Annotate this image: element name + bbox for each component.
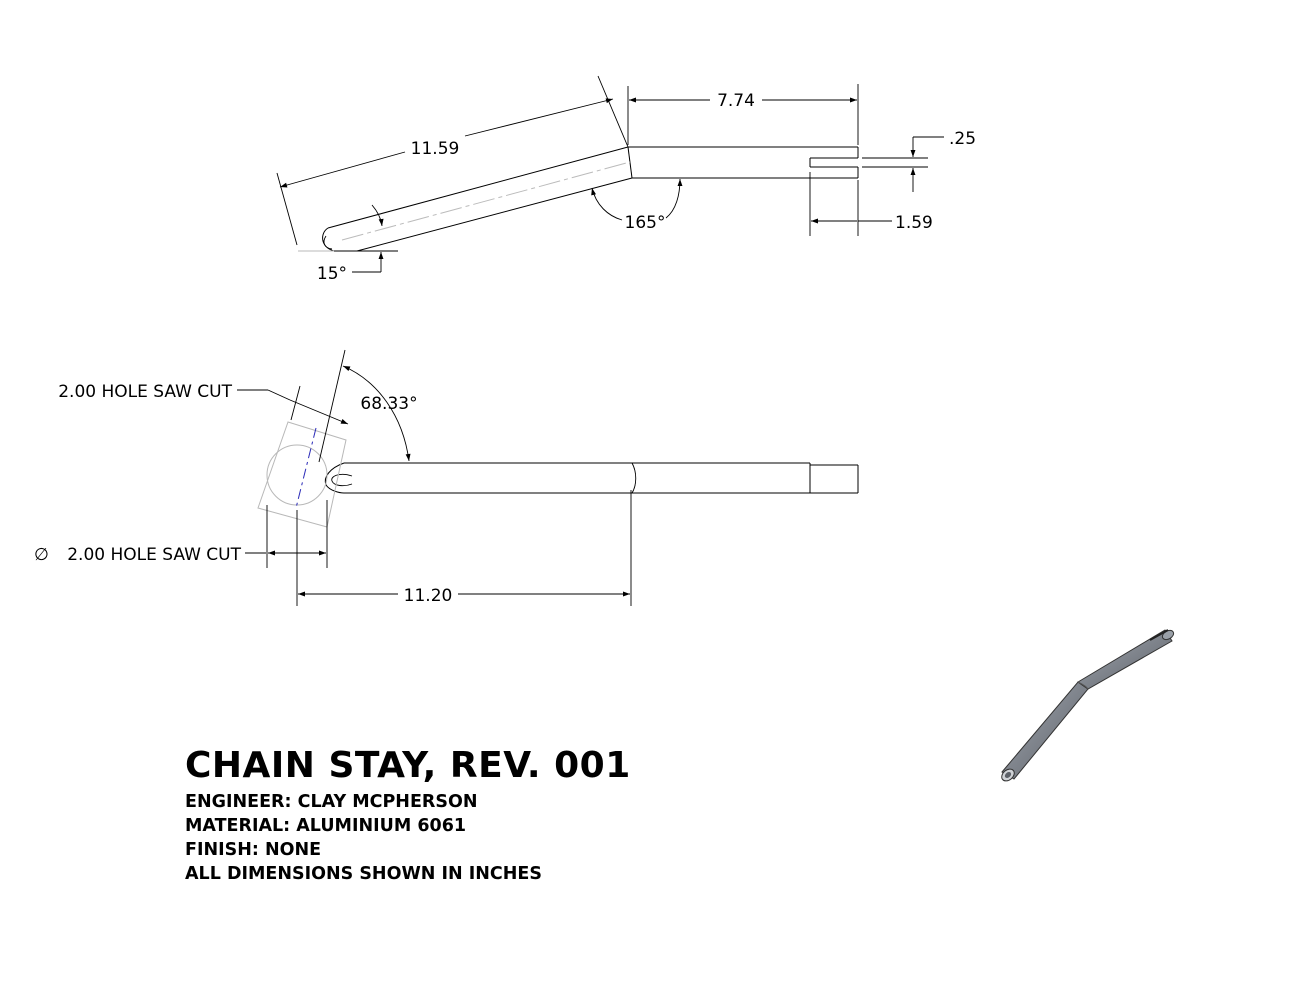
dimension-0-25: .25 [862, 129, 976, 192]
hole-saw-construction [257, 421, 347, 528]
dim-label-1-59: 1.59 [895, 213, 933, 233]
note-hole-saw-cut: 2.00 HOLE SAW CUT [58, 382, 232, 402]
dim-label-11-59: 11.59 [411, 139, 460, 159]
angle-label-15: 15° [317, 264, 347, 284]
top-view-tube-outline [298, 146, 859, 252]
finish-note: FINISH: NONE [185, 840, 322, 860]
dimension-7-74: 7.74 [627, 84, 859, 145]
angle-68-33: 68.33° [342, 365, 418, 462]
title-block: CHAIN STAY, REV. 001 ENGINEER: CLAY MCPH… [185, 742, 631, 886]
dim-label-11-20: 11.20 [404, 586, 453, 606]
note-hole-saw-diameter: 2.00 HOLE SAW CUT [67, 545, 241, 565]
angle-label-68-33: 68.33° [360, 394, 417, 414]
units-note: ALL DIMENSIONS SHOWN IN INCHES [185, 864, 542, 884]
dim-label-0-25: .25 [949, 129, 976, 149]
dimension-hole-saw-width: 2.00 HOLE SAW CUT [58, 349, 349, 463]
drawing-title: CHAIN STAY, REV. 001 [185, 745, 631, 786]
dimension-11-59: 11.59 [276, 75, 629, 246]
engineer-note: ENGINEER: CLAY MCPHERSON [185, 792, 478, 812]
dimension-11-20: 11.20 [296, 490, 632, 606]
dim-label-7-74: 7.74 [717, 91, 755, 111]
isometric-model-view [1001, 629, 1175, 782]
diameter-symbol: ∅ [34, 545, 49, 565]
material-note: MATERIAL: ALUMINIUM 6061 [185, 816, 467, 836]
dimension-1-59: 1.59 [809, 172, 933, 236]
angle-label-165: 165° [625, 213, 666, 233]
angle-15: 15° [317, 204, 398, 284]
angle-165: 165° [591, 178, 683, 233]
side-view: 2.00 HOLE SAW CUT 68.33° ∅ 2.00 HOLE SAW… [34, 349, 859, 606]
dimension-hole-saw-diameter: ∅ 2.00 HOLE SAW CUT [34, 500, 328, 568]
top-view: 11.59 7.74 .25 1.59 [276, 75, 976, 284]
side-view-tube-outline [324, 462, 859, 494]
